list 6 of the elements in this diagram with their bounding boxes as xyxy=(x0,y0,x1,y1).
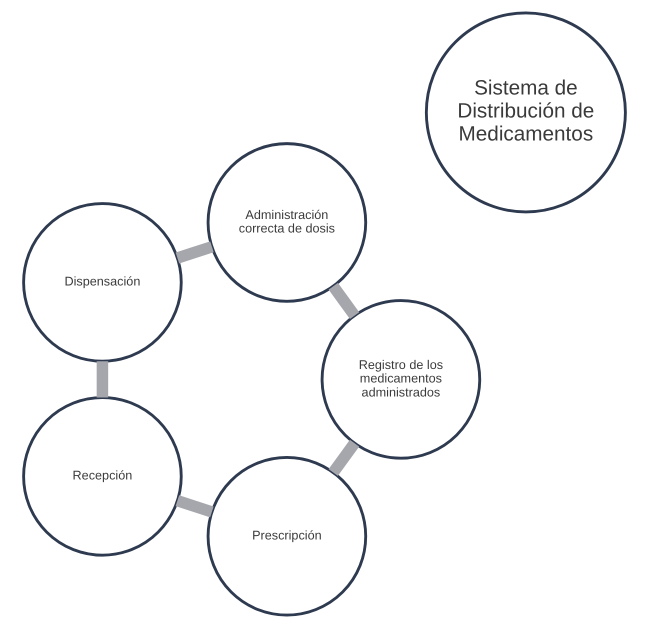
node-circle: Dispensación xyxy=(22,202,183,363)
node-circle: Recepción xyxy=(22,396,183,557)
node-circle: Sistema de Distribución de Medicamentos xyxy=(424,11,627,214)
node-circle: Registro de los medicamentos administrados xyxy=(320,299,482,460)
node-circle: Administración correcta de dosis xyxy=(206,142,368,303)
node-circle: Prescripción xyxy=(206,456,368,617)
